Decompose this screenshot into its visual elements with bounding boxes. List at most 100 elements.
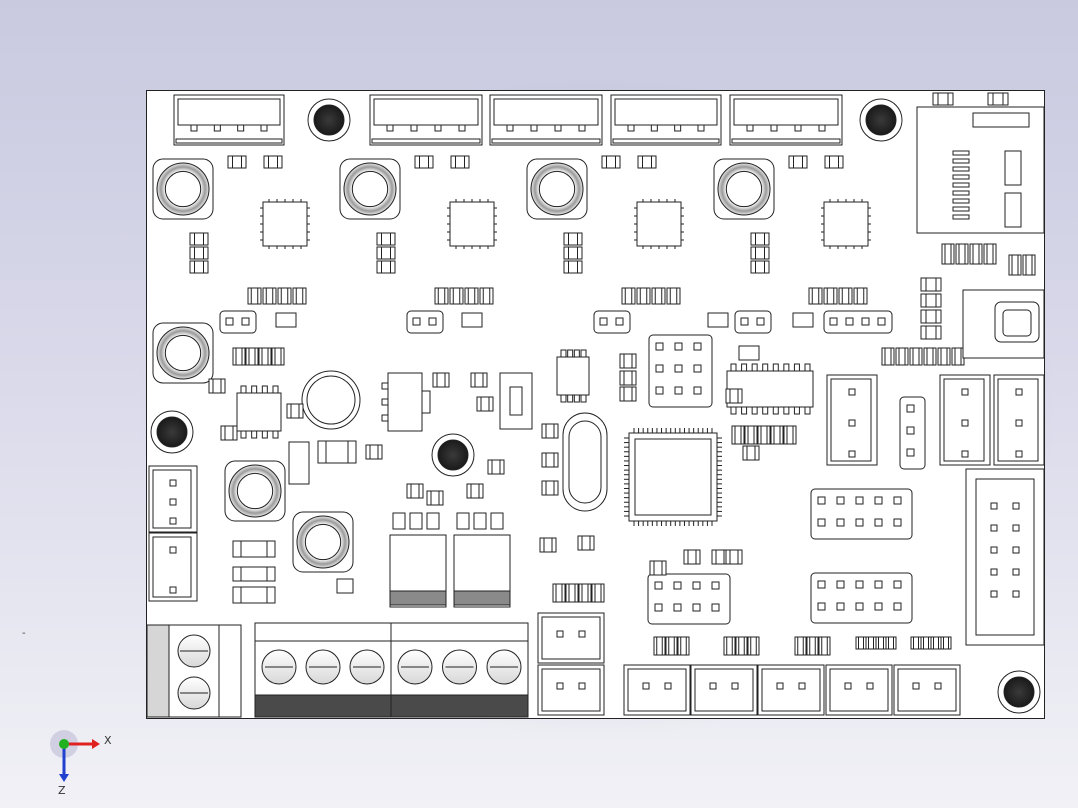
header-pin [655,342,664,351]
ic-lead [751,363,758,372]
connector-pin [794,124,802,132]
connector-pin [434,124,442,132]
smd-passive [932,92,954,106]
bottom-connector-pin [731,682,739,690]
connector-tab [175,138,283,144]
connector-pin [190,124,198,132]
jumper-pin [756,317,765,326]
side-connector-pin [1015,450,1023,458]
jumper-pin [615,317,624,326]
mosfet-lead [409,512,423,530]
sd-contact [952,158,970,164]
inductor-core [164,334,202,372]
idc-pin [1012,568,1020,576]
smd-passive [885,636,897,650]
header-pin [692,581,701,590]
pcb-drawing[interactable] [147,91,1044,718]
smd-passive [263,155,283,169]
bottom-connector-pin [578,630,586,638]
side-connector-pin [848,450,856,458]
side-connector-pin [848,388,856,396]
smd-passive [227,155,247,169]
smd-passive [853,287,868,305]
sot-part [792,312,814,328]
z-axis-label: Z [58,784,66,797]
smd-passive [578,583,592,603]
smd-passive [783,425,797,445]
bottom-connector-pin [556,682,564,690]
smd-passive [750,232,770,246]
shunt-end [266,586,276,604]
pin-header [647,573,731,625]
mosfet-lead [392,512,406,530]
sd-latch [972,112,1030,128]
bottom-connector-shroud [897,668,957,712]
smd-passive [619,353,637,369]
header-pin [855,518,864,527]
smd-passive [619,386,637,402]
smd-passive [824,155,844,169]
smd-passive [881,347,895,366]
smd-passive [563,246,583,260]
connector-shroud [733,98,839,126]
smd-passive [910,636,922,650]
header-pin [906,426,915,435]
smd-passive [232,347,246,366]
smd-passive [788,155,808,169]
ic-lead [580,394,587,403]
pin-header [810,488,913,540]
usb-tongue [1002,309,1032,337]
terminal-side [147,624,170,718]
smd-passive [937,347,951,366]
inductor-core [304,523,342,561]
smd-passive [747,636,760,656]
smd-passive [577,535,595,551]
shunt-end [347,440,357,464]
coordinate-triad[interactable]: X Z [48,730,118,800]
header-pin [836,580,845,589]
connector-shroud [177,98,281,126]
smd-passive [563,232,583,246]
driver-ic [262,201,308,247]
idc-pin [990,590,998,598]
jumper-block [593,310,631,334]
smd-passive [426,490,444,506]
header-pin [874,518,883,527]
header-pin [674,386,683,395]
sd-contact [952,214,970,220]
header-pin [855,496,864,505]
jumper-pin [225,317,234,326]
header-pin [655,386,664,395]
sd-card-slot [916,106,1044,234]
mosfet-tab [389,590,447,606]
smd-passive [541,452,559,468]
sd-contact [952,150,970,156]
smd-passive [725,388,743,404]
smd-passive [552,583,566,603]
header-pin [817,580,826,589]
smd-passive [920,293,942,308]
switch-actuator [509,386,523,416]
ic-lead [251,430,258,439]
sd-contact [952,198,970,204]
pin-header [810,572,913,624]
ic-lead [804,406,811,415]
smd-passive [376,246,396,260]
inductor-core [351,170,389,208]
bottom-connector-pin [709,682,717,690]
ic-lead [240,385,247,394]
jumper-pin [599,317,608,326]
ic-lead [741,406,748,415]
smd-passive [987,92,1009,106]
connector-pin [530,124,538,132]
smd-passive [757,425,771,445]
sot-part [275,312,297,328]
mounting-hole [313,104,345,136]
pcb-board[interactable] [146,90,1045,719]
ic-lead [240,430,247,439]
ic-lead [251,385,258,394]
smd-passive [539,537,557,553]
ic-lead [730,363,737,372]
z-arrowhead-icon [59,774,69,782]
